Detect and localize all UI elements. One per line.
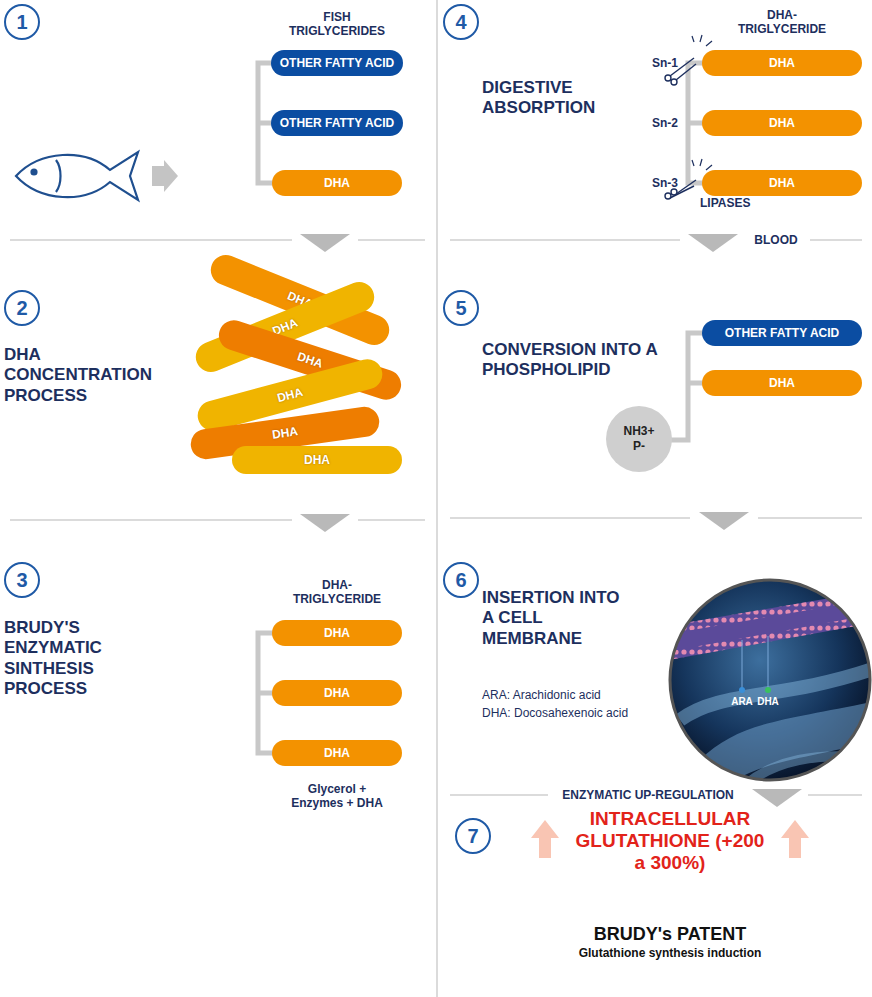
legend-note: DHA: Docosahexenoic acid	[482, 706, 657, 720]
position-label: Sn-1	[652, 56, 692, 70]
node-text: 7	[467, 825, 478, 848]
node-text: OTHER FATTY ACID	[725, 326, 839, 340]
node-text: DHA	[324, 686, 350, 700]
dha-molecule: DHA	[232, 446, 402, 474]
step-title: CONVERSION INTO A PHOSPHOLIPID	[482, 340, 664, 381]
step-number: 2	[4, 290, 40, 326]
node-text: NH3+ P-	[618, 424, 660, 454]
transition-label: ENZYMATIC UP-REGULATION	[550, 788, 746, 802]
patent-subtitle: Glutathione synthesis induction	[540, 946, 800, 960]
node-text: 1	[16, 11, 27, 34]
glycerol-bracket	[258, 63, 702, 753]
fatty-acid-chain: OTHER FATTY ACID	[271, 50, 403, 76]
step-title: DHA CONCENTRATION PROCESS	[4, 345, 164, 406]
node-text: DHA	[295, 349, 324, 370]
step-title: BRUDY'S ENZYMATIC SINTHESIS PROCESS	[4, 618, 129, 700]
step-number: 1	[4, 4, 40, 40]
step-number: 7	[455, 818, 491, 854]
cell-membrane-illustration	[655, 580, 872, 790]
step-number: 3	[4, 562, 40, 598]
membrane-label: ARA	[727, 696, 757, 708]
step-number: 4	[443, 4, 479, 40]
node-text: DHA	[769, 376, 795, 390]
node-text: OTHER FATTY ACID	[280, 116, 394, 130]
node-text: DHA	[324, 626, 350, 640]
fish-icon	[16, 152, 138, 200]
result-text: INTRACELLULAR GLUTATHIONE (+200 a 300%)	[570, 808, 770, 874]
node-text: 6	[455, 569, 466, 592]
patent-title: BRUDY's PATENT	[550, 924, 790, 946]
node-text: DHA	[769, 56, 795, 70]
fatty-acid-chain: OTHER FATTY ACID	[702, 320, 862, 346]
node-text: DHA	[769, 116, 795, 130]
node-text: DHA	[304, 453, 330, 467]
node-text: 5	[455, 297, 466, 320]
molecule-title: DHA- TRIGLYCERIDE	[722, 8, 842, 37]
membrane-label: DHA	[753, 696, 783, 708]
fatty-acid-chain: DHA	[702, 110, 862, 136]
node-text: DHA	[276, 385, 305, 405]
node-text: DHA	[271, 424, 299, 441]
position-label: Sn-3	[652, 176, 692, 190]
fatty-acid-chain: DHA	[702, 170, 862, 196]
fatty-acid-chain: DHA	[272, 620, 402, 646]
fatty-acid-chain: DHA	[272, 680, 402, 706]
node-text: OTHER FATTY ACID	[280, 56, 394, 70]
molecule-title: FISH TRIGLYCERIDES	[277, 10, 397, 39]
step-title: DIGESTIVE ABSORPTION	[482, 78, 617, 119]
legend-note: ARA: Arachidonic acid	[482, 688, 657, 702]
column-divider	[436, 0, 438, 997]
node-text: 3	[16, 569, 27, 592]
reagent-note: Glycerol + Enzymes + DHA	[287, 782, 387, 811]
fatty-acid-chain: DHA	[702, 50, 862, 76]
transition-label: BLOOD	[748, 233, 804, 247]
enzyme-label: LIPASES	[700, 196, 770, 210]
step-number: 5	[443, 290, 479, 326]
node-text: 4	[455, 11, 466, 34]
position-label: Sn-2	[652, 116, 692, 130]
node-text: 2	[16, 297, 27, 320]
fatty-acid-chain: DHA	[702, 370, 862, 396]
node-text: DHA	[769, 176, 795, 190]
molecule-title: DHA- TRIGLYCERIDE	[277, 578, 397, 607]
process-arrow	[152, 160, 178, 192]
step-title: INSERTION INTO A CELL MEMBRANE	[482, 588, 632, 649]
fatty-acid-chain: DHA	[272, 740, 402, 766]
node-text: DHA	[324, 176, 350, 190]
node-text: DHA	[324, 746, 350, 760]
step-number: 6	[443, 562, 479, 598]
phosphate-head: NH3+ P-	[606, 406, 672, 472]
fatty-acid-chain: DHA	[272, 170, 402, 196]
fatty-acid-chain: OTHER FATTY ACID	[271, 110, 403, 136]
